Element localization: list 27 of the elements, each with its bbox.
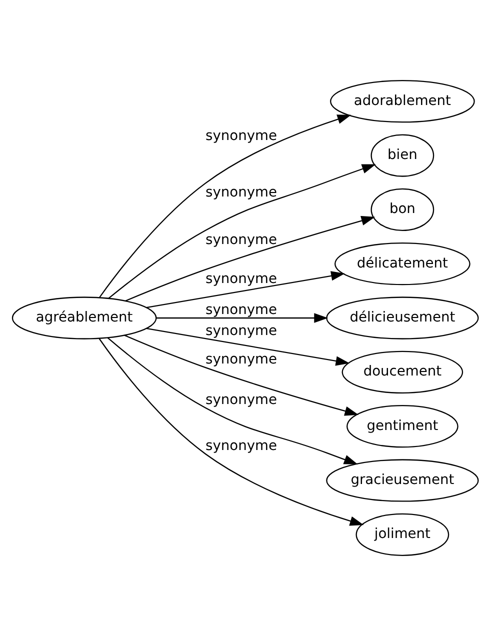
edge-label: synonyme (206, 438, 277, 454)
edge-label: synonyme (206, 351, 277, 368)
arrow (99, 114, 352, 298)
arrow (156, 312, 328, 322)
node-ellipse: agréablement (12, 296, 157, 339)
edge-label: synonyme (206, 322, 277, 338)
arrow (124, 334, 359, 416)
node-ellipse: délicatement (334, 242, 470, 285)
arrow (98, 338, 364, 526)
edge-label: synonyme (206, 231, 277, 248)
edge-label: synonyme (206, 270, 277, 286)
node-ellipse: bon (370, 188, 434, 230)
arrow (108, 164, 376, 298)
edge-label: synonyme (206, 391, 277, 408)
arrow (107, 336, 358, 464)
node-ellipse: gentiment (346, 404, 458, 448)
node-ellipse: bien (370, 134, 434, 176)
arrow (146, 327, 350, 366)
node-ellipse: joliment (356, 512, 450, 556)
node-ellipse: gracieusement (326, 458, 479, 502)
edge-label: synonyme (206, 302, 277, 318)
node-ellipse: délicieusement (326, 296, 479, 339)
arrow (146, 270, 345, 308)
edge-label: synonyme (206, 128, 277, 144)
node-ellipse: doucement (342, 350, 464, 393)
arrow (125, 216, 376, 301)
edge-label: synonyme (206, 184, 277, 200)
